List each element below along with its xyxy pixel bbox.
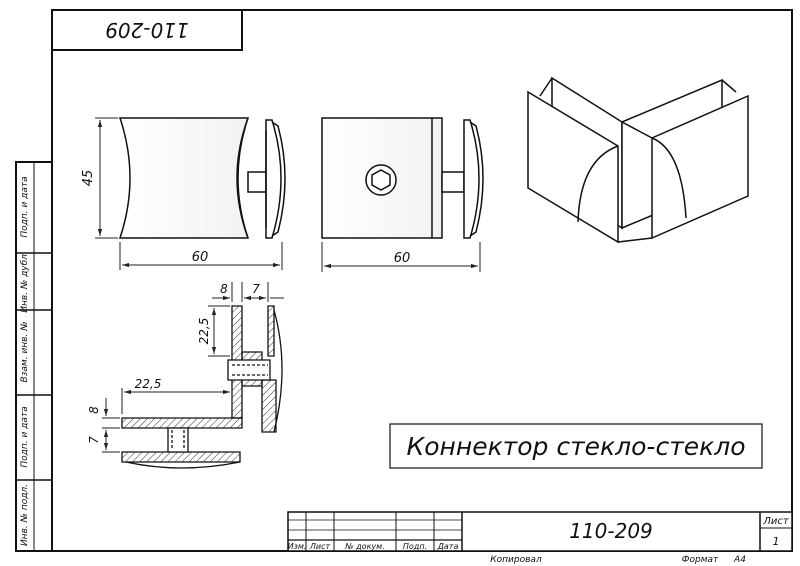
side-label-2: Инв. № дубл. bbox=[20, 251, 30, 313]
header-list: Лист bbox=[309, 542, 331, 551]
side-label-5: Инв. № подл. bbox=[20, 484, 30, 546]
dim-sec-8-left: 8 bbox=[87, 406, 101, 414]
side-label-4: Подп. и дата bbox=[20, 406, 30, 467]
dim-sec-22-5-horiz: 22,5 bbox=[135, 377, 162, 391]
side-label-1: Подп. и дата bbox=[20, 176, 30, 237]
side-dims bbox=[321, 242, 481, 272]
dim-front-width: 60 bbox=[192, 250, 209, 265]
hex-socket-icon bbox=[365, 164, 397, 196]
header-doc-number: № докум. bbox=[344, 542, 384, 551]
drawing-title: Коннектор стекло-стекло bbox=[406, 432, 745, 461]
header-izm: Изм. bbox=[288, 542, 307, 551]
header-sign: Подп. bbox=[403, 542, 427, 551]
section-view bbox=[121, 305, 283, 469]
dim-sec-7-left: 7 bbox=[87, 436, 101, 444]
number-stamp-box: 110-209 bbox=[51, 9, 243, 51]
format-label: Формат bbox=[682, 555, 719, 565]
number-stamp-text: 110-209 bbox=[105, 18, 189, 42]
dim-sec-7-top: 7 bbox=[252, 282, 260, 296]
dim-front-height: 45 bbox=[81, 170, 96, 187]
dim-sec-22-5-vert: 22,5 bbox=[197, 318, 211, 345]
side-label-3: Взам. инв. № bbox=[20, 321, 30, 382]
format-value: А4 bbox=[733, 555, 746, 565]
side-view bbox=[321, 117, 484, 239]
title-block bbox=[287, 511, 793, 552]
header-date: Дата bbox=[437, 542, 459, 551]
section-dims bbox=[102, 282, 284, 453]
sheet-label: Лист bbox=[762, 516, 790, 527]
copied-label: Копировал bbox=[490, 555, 542, 565]
title-block-number: 110-209 bbox=[569, 519, 653, 543]
frame-border bbox=[51, 9, 793, 552]
sheet-value: 1 bbox=[773, 535, 780, 548]
front-view bbox=[118, 117, 286, 239]
title-box: Коннектор стекло-стекло bbox=[389, 423, 763, 469]
front-dims bbox=[95, 117, 283, 270]
dim-sec-8-top: 8 bbox=[220, 282, 228, 296]
dim-side-width: 60 bbox=[394, 251, 411, 266]
isometric-view bbox=[527, 76, 749, 244]
side-strip: Подп. и дата Инв. № дубл. Взам. инв. № П… bbox=[15, 161, 53, 552]
